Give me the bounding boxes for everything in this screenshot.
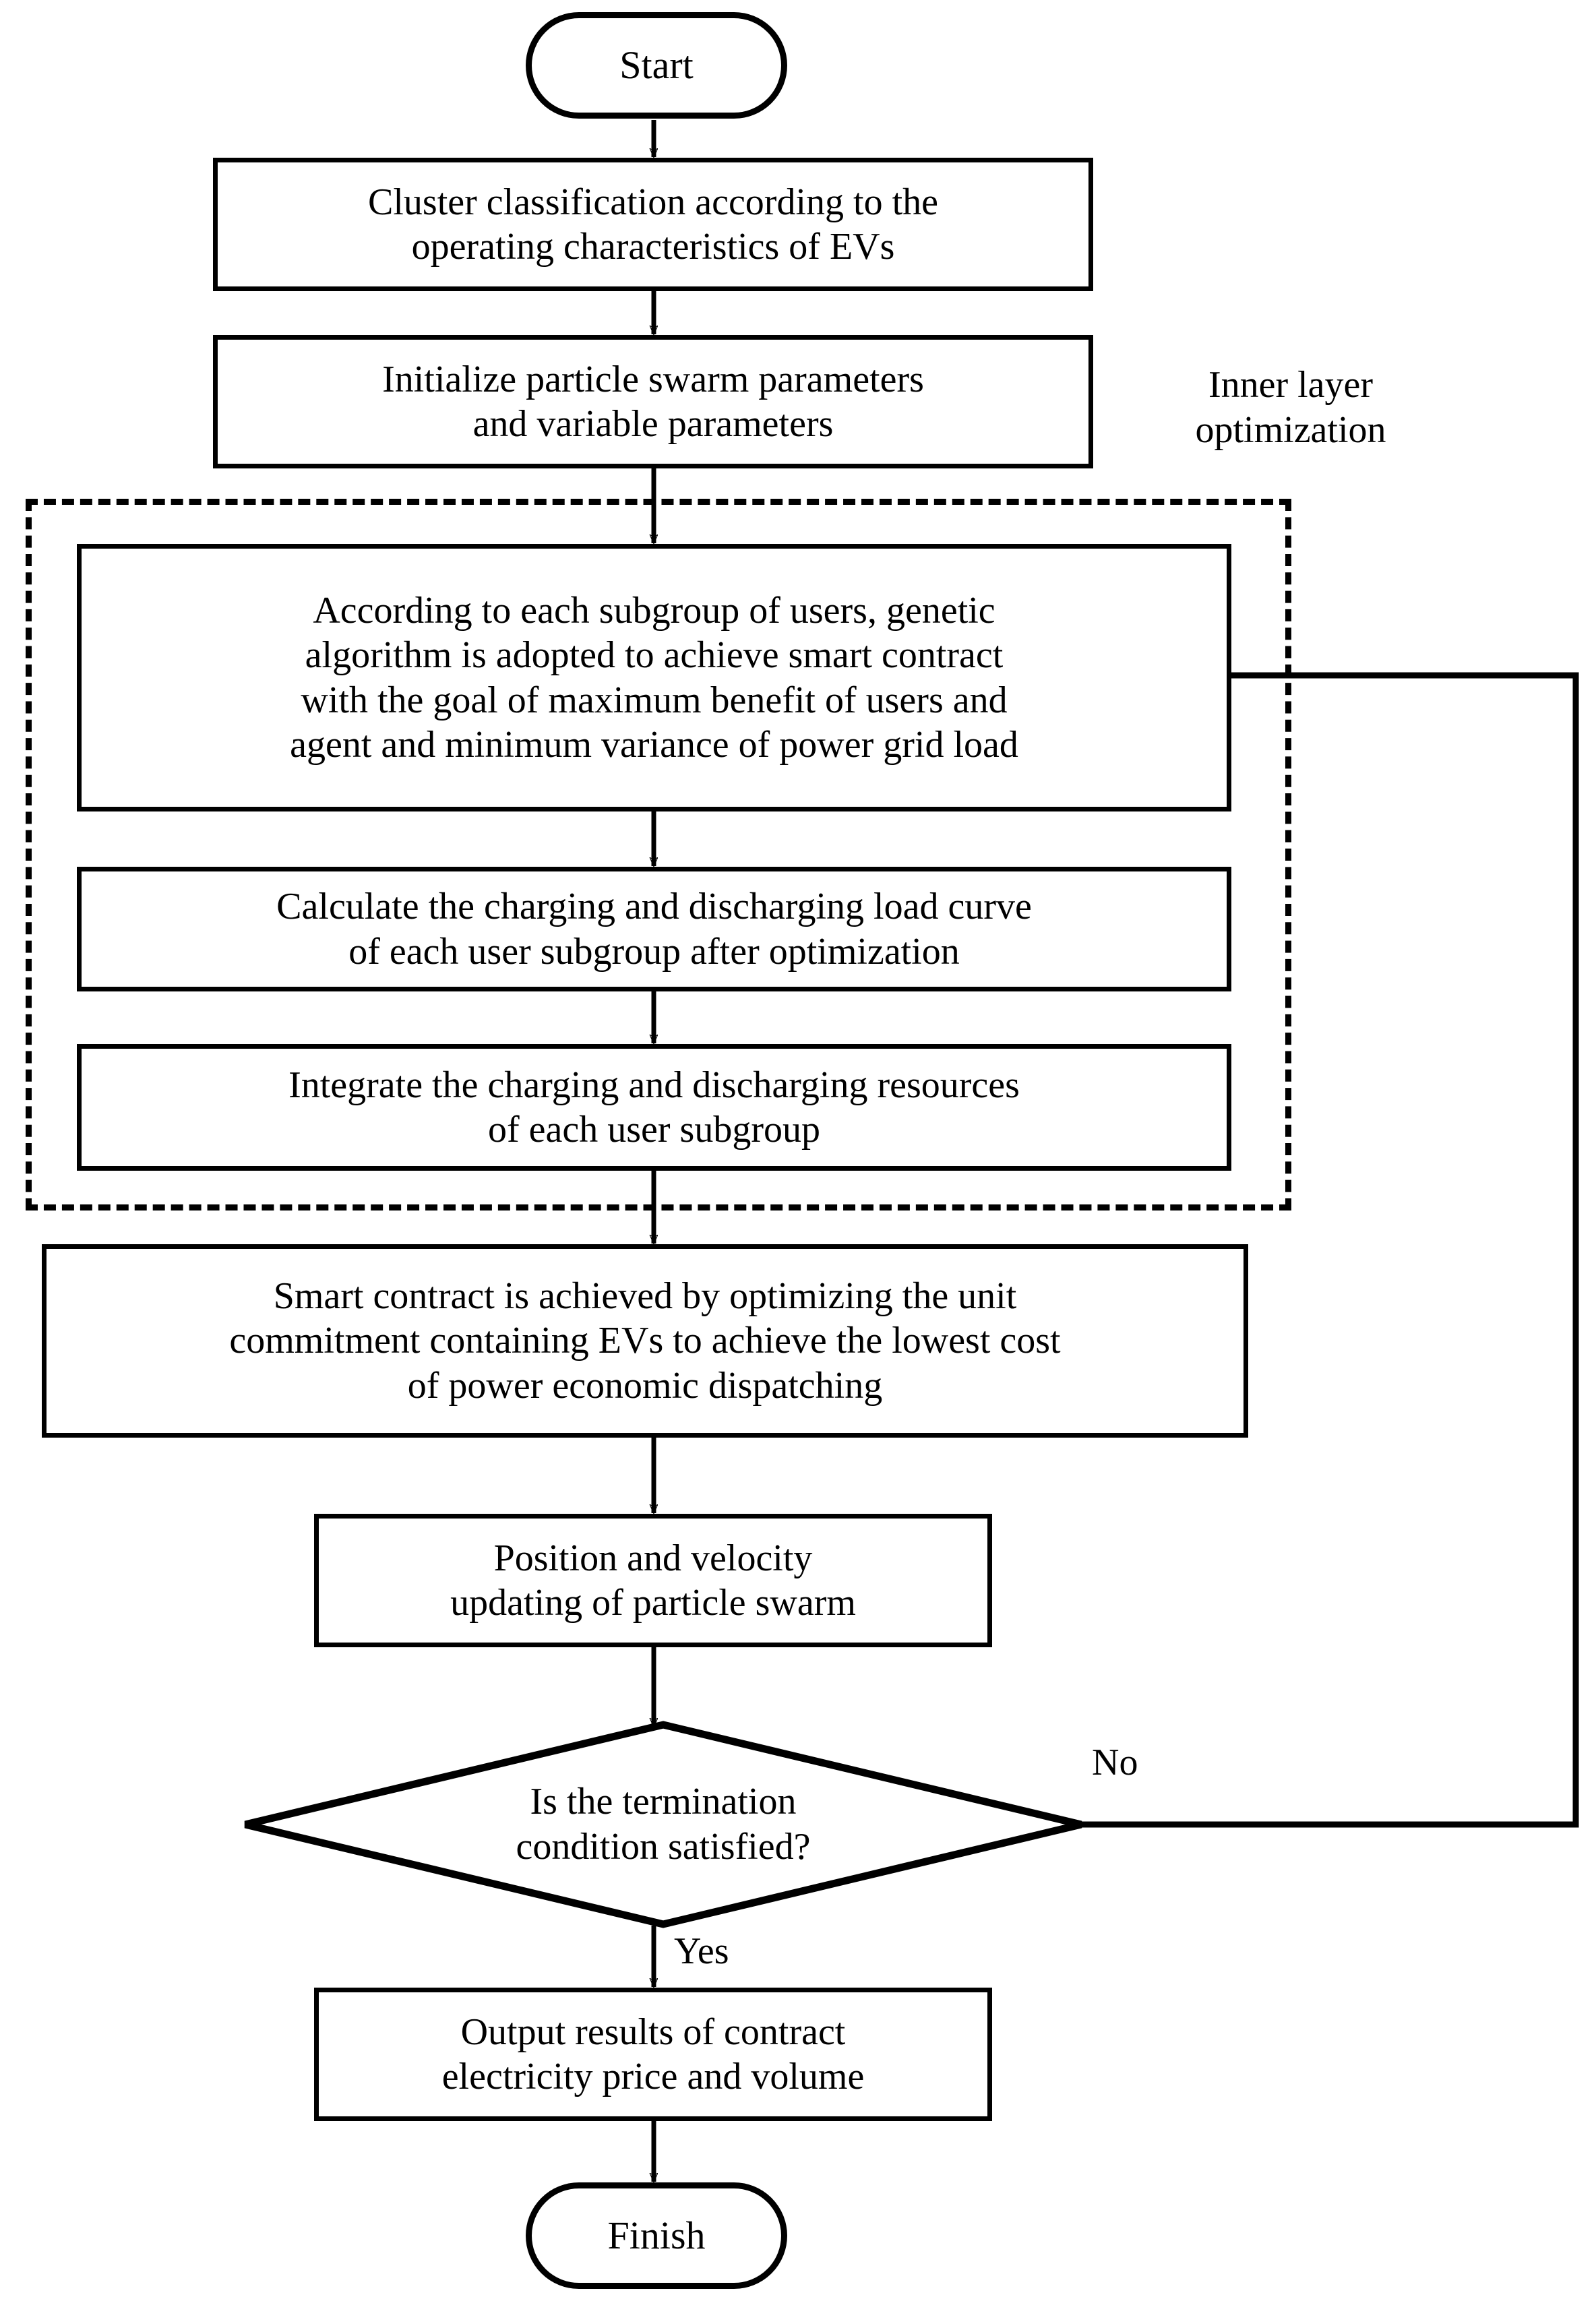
node-cluster-classification[interactable]: Cluster classification according to the …: [213, 158, 1093, 291]
node-start[interactable]: Start: [526, 12, 787, 119]
node-calculate-load-curve[interactable]: Calculate the charging and discharging l…: [77, 867, 1231, 991]
node-start-label: Start: [619, 42, 694, 87]
node-integrate-resources[interactable]: Integrate the charging and discharging r…: [77, 1044, 1231, 1171]
node-finish-label: Finish: [607, 2213, 706, 2257]
node-genetic-algorithm[interactable]: According to each subgroup of users, gen…: [77, 544, 1231, 811]
edge-label-yes: Yes: [674, 1930, 729, 1972]
node-initialize-parameters-label: Initialize particle swarm parameters and…: [382, 358, 924, 445]
node-integrate-resources-label: Integrate the charging and discharging r…: [288, 1064, 1020, 1151]
node-cluster-classification-label: Cluster classification according to the …: [368, 181, 938, 268]
node-smart-contract-unit-commitment-label: Smart contract is achieved by optimizing…: [229, 1275, 1061, 1407]
node-initialize-parameters[interactable]: Initialize particle swarm parameters and…: [213, 335, 1093, 468]
node-termination-condition[interactable]: Is the termination condition satisfied?: [241, 1721, 1085, 1928]
node-position-velocity-update[interactable]: Position and velocity updating of partic…: [314, 1514, 992, 1647]
node-output-results[interactable]: Output results of contract electricity p…: [314, 1988, 992, 2121]
node-position-velocity-update-label: Position and velocity updating of partic…: [450, 1537, 856, 1624]
node-output-results-label: Output results of contract electricity p…: [441, 2011, 865, 2097]
annotation-inner-layer-optimization: Inner layer optimization: [1195, 364, 1386, 452]
node-smart-contract-unit-commitment[interactable]: Smart contract is achieved by optimizing…: [42, 1244, 1248, 1438]
node-calculate-load-curve-label: Calculate the charging and discharging l…: [276, 886, 1032, 973]
node-genetic-algorithm-label: According to each subgroup of users, gen…: [290, 590, 1018, 766]
node-finish[interactable]: Finish: [526, 2182, 787, 2289]
node-termination-condition-label: Is the termination condition satisfied?: [516, 1780, 811, 1868]
edge-label-no: No: [1092, 1742, 1138, 1783]
